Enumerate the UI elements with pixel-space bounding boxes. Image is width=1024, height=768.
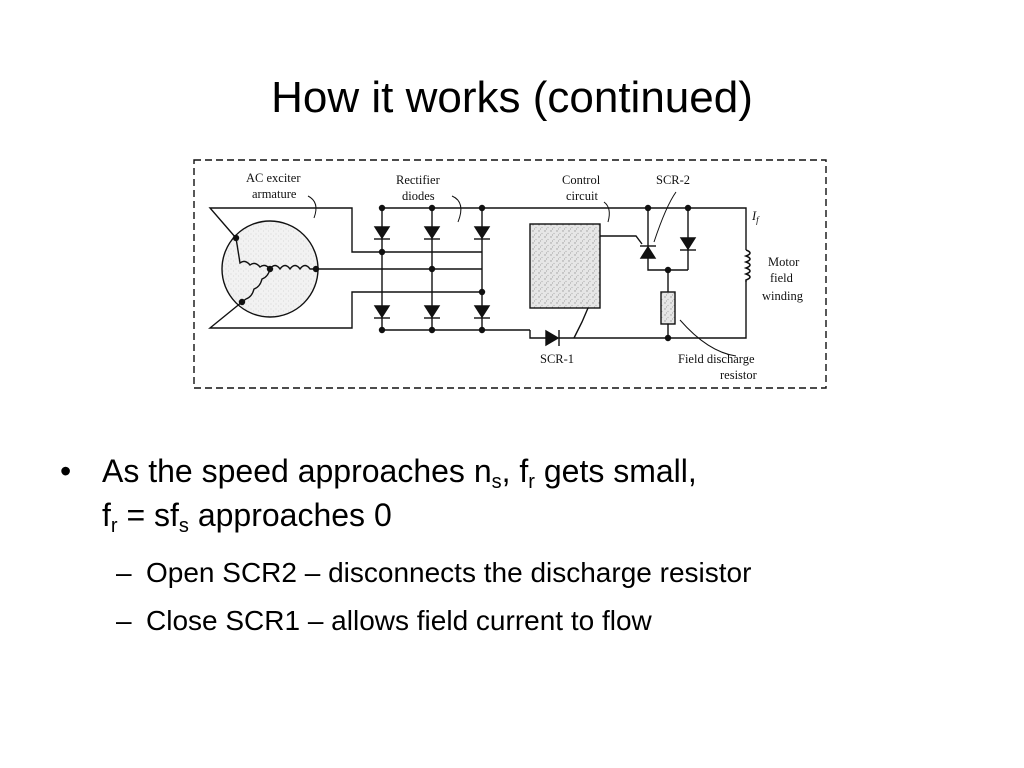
label-scr2: SCR-2 — [656, 173, 690, 187]
subbullet-marker: – — [116, 605, 132, 636]
rectifier-diodes — [373, 226, 491, 319]
bullet-line-1: As the speed approaches ns, fr gets smal… — [102, 453, 697, 493]
subbullet-text: Close SCR1 – allows field current to flo… — [146, 605, 652, 636]
label-field-discharge: Field discharge — [678, 352, 755, 366]
motor-field-winding — [743, 249, 751, 282]
bullet-line-2: fr = sfs approaches 0 — [102, 497, 392, 537]
label-ac-exciter: AC exciter — [246, 171, 301, 185]
label-scr1: SCR-1 — [540, 352, 574, 366]
slide-title: How it works (continued) — [271, 73, 753, 122]
circuit-diagram: AC exciter armature Rectifier diodes Con… — [193, 159, 827, 389]
label-resistor: resistor — [720, 368, 758, 382]
armature-winding-right — [269, 264, 316, 271]
label-circuit: circuit — [566, 189, 598, 203]
diagram-dashed-border — [193, 159, 827, 389]
label-field: field — [770, 271, 794, 285]
label-control: Control — [562, 173, 601, 187]
armature-winding-upper — [235, 237, 271, 270]
bullet-marker: • — [60, 453, 72, 489]
control-circuit-block — [529, 223, 601, 309]
field-discharge-resistor — [660, 291, 676, 325]
subbullet-text: Open SCR2 – disconnects the discharge re… — [146, 557, 752, 588]
label-motor: Motor — [768, 255, 800, 269]
scr2-side-diode — [679, 237, 697, 251]
subbullet-marker: – — [116, 557, 132, 588]
label-if: If — [751, 209, 760, 225]
label-armature: armature — [252, 187, 297, 201]
armature-winding-lower — [241, 268, 271, 303]
label-winding: winding — [762, 289, 804, 303]
label-rectifier: Rectifier — [396, 173, 441, 187]
label-diodes: diodes — [402, 189, 435, 203]
scr1-thyristor — [545, 329, 600, 347]
scr2-thyristor — [639, 245, 657, 259]
